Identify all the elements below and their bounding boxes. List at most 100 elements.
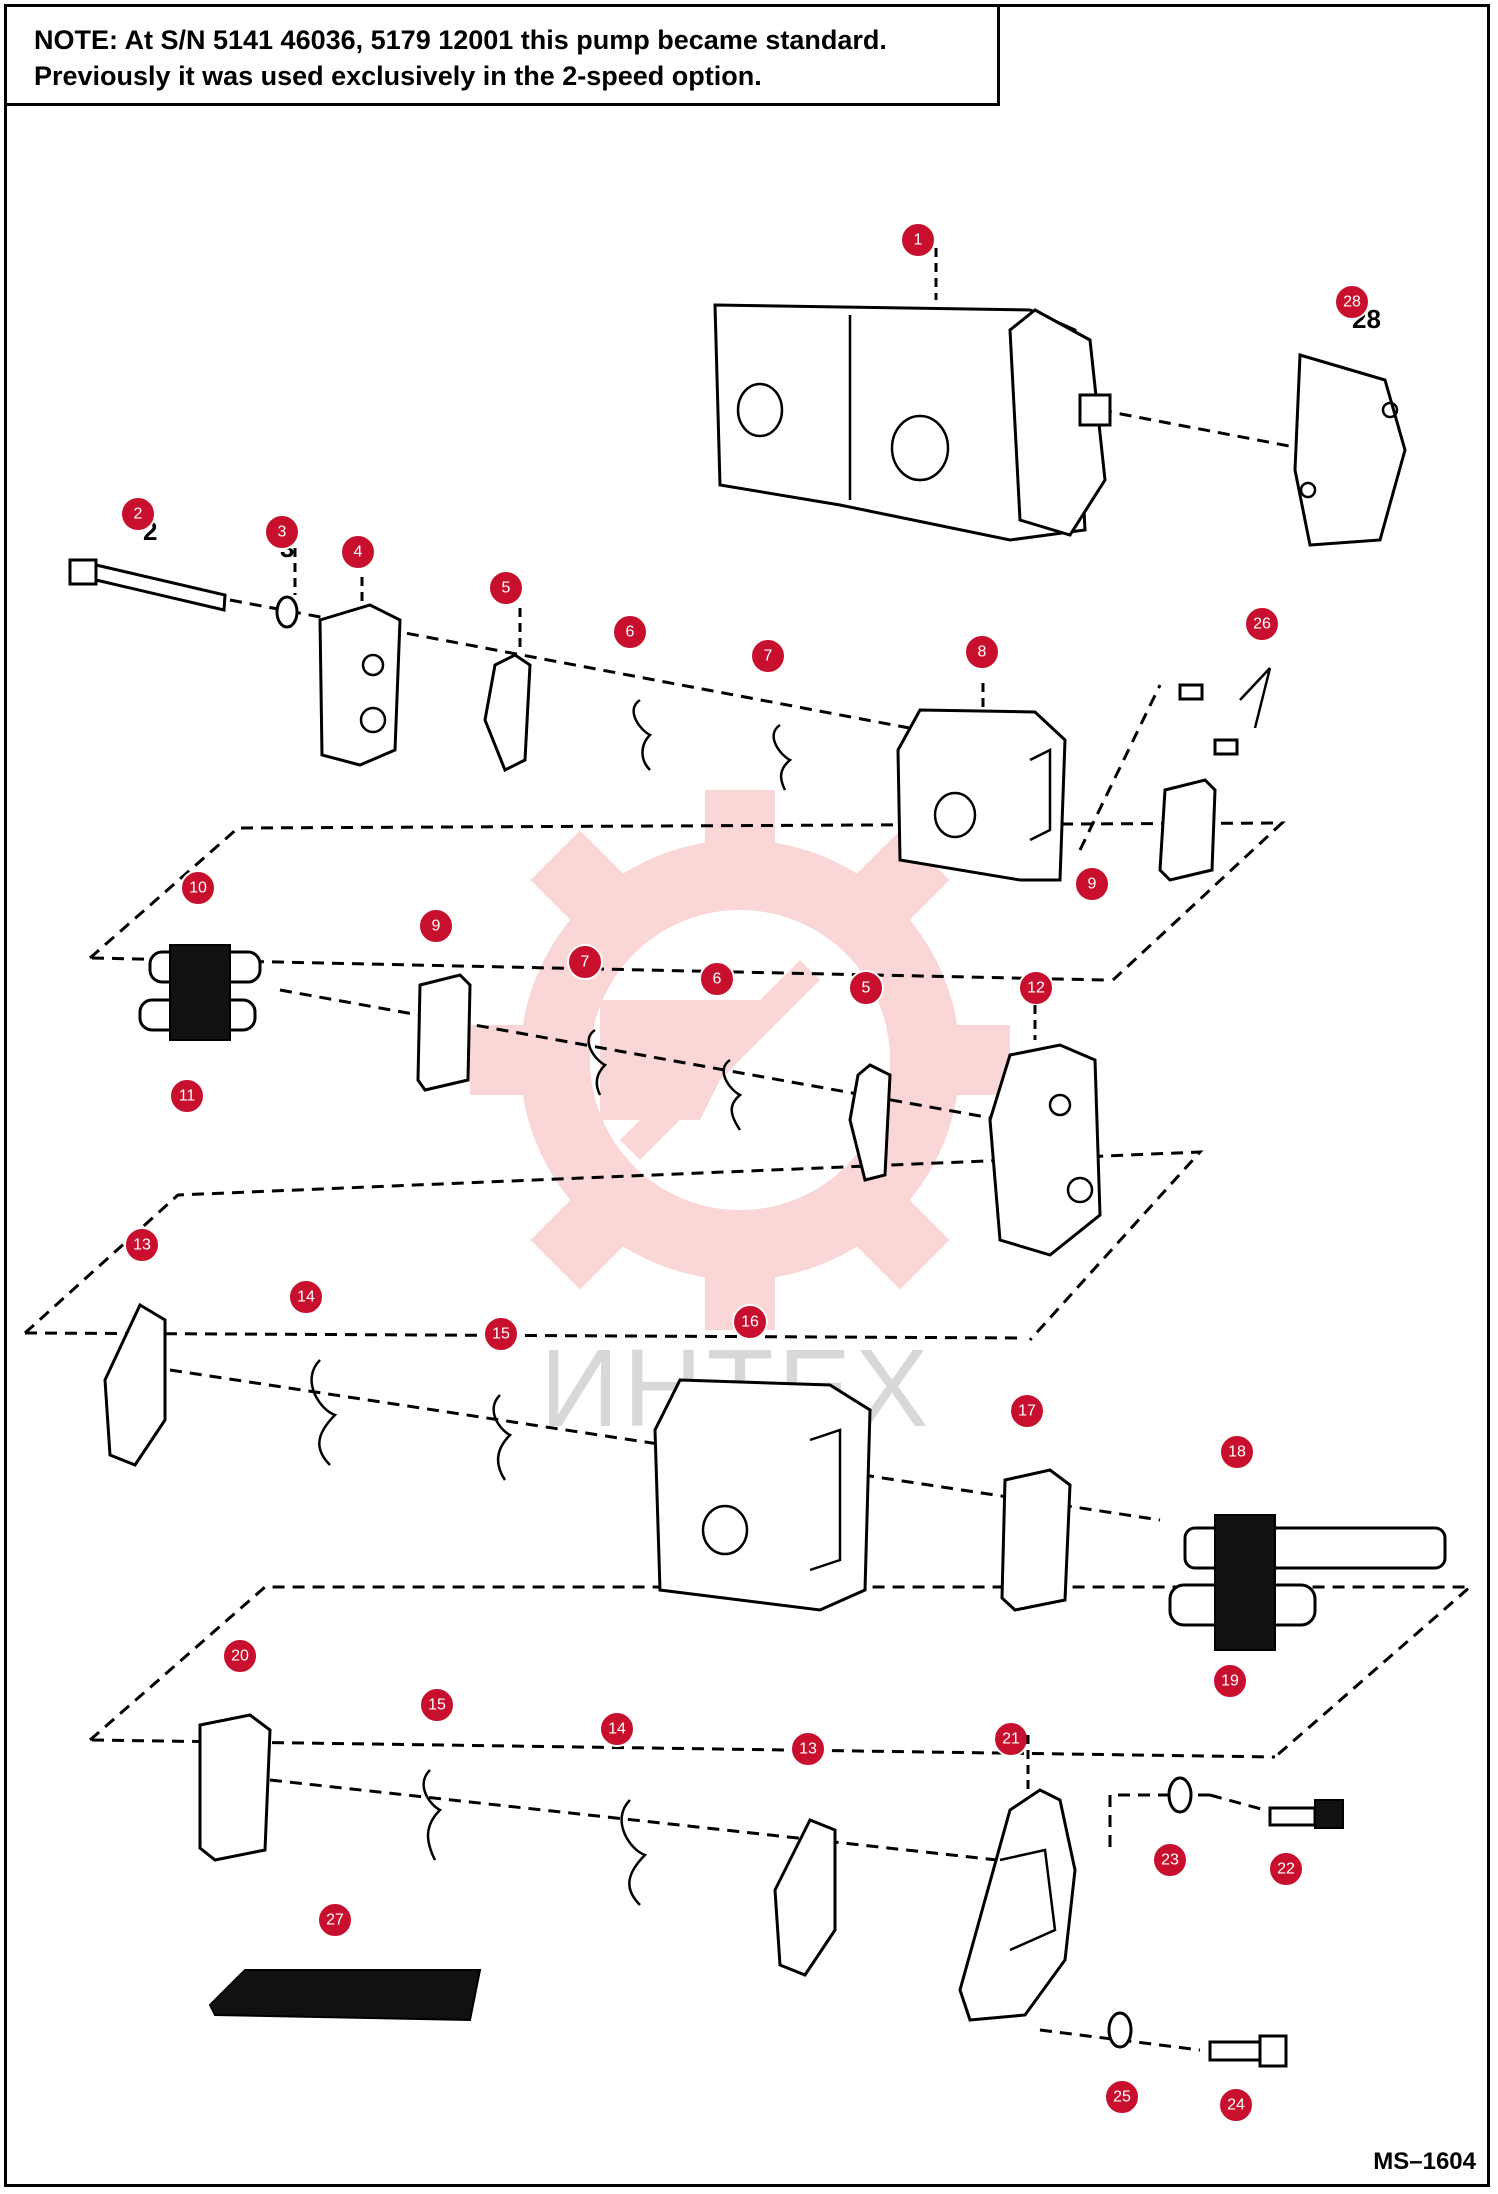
- callout-number: 10: [189, 880, 207, 897]
- callout-marker: [1212, 1663, 1248, 1699]
- callout-number: 14: [608, 1721, 626, 1738]
- bearing-block-20: [198, 1713, 272, 1862]
- callout-number: 19: [1221, 1673, 1239, 1690]
- callout-number: 13: [133, 1237, 151, 1254]
- callout-number: 7: [581, 954, 590, 971]
- gear-pair-10-11: [138, 944, 262, 1041]
- body-section-16: [653, 1378, 872, 1612]
- callout-marker: [288, 1279, 324, 1315]
- callout-number: 16: [741, 1314, 759, 1331]
- callout-number: 21: [1002, 1731, 1020, 1748]
- callout-15: 15: [419, 1687, 455, 1723]
- callout-number: 20: [231, 1648, 249, 1665]
- washer-23: [1167, 1776, 1193, 1814]
- callout-marker: [790, 1731, 826, 1767]
- callout-19: 19: [1212, 1663, 1248, 1699]
- callout-14: 14: [288, 1279, 324, 1315]
- callout-marker: [567, 944, 603, 980]
- document-id: MS–1604: [1373, 2148, 1476, 2175]
- callout-number: 13: [799, 1741, 817, 1758]
- callout-number: 17: [1018, 1403, 1036, 1420]
- callout-5: 5: [848, 970, 884, 1006]
- callout-number: 7: [764, 648, 773, 665]
- callout-6: 6: [699, 961, 735, 997]
- seal-6a: [632, 698, 653, 771]
- note-line-2: Previously it was used exclusively in th…: [34, 61, 762, 91]
- callout-2: 2: [120, 496, 156, 532]
- callout-marker: [120, 496, 156, 532]
- callout-14: 14: [599, 1711, 635, 1747]
- callout-marker: [180, 870, 216, 906]
- callout-marker: [612, 614, 648, 650]
- pump-assembly: [713, 303, 1112, 542]
- callout-marker: [222, 1638, 258, 1674]
- callout-number: 6: [713, 971, 722, 988]
- callout-number: 26: [1253, 616, 1271, 633]
- bearing-block-17: [1000, 1468, 1072, 1612]
- callout-28: 28: [1334, 284, 1370, 320]
- callout-marker: [419, 1687, 455, 1723]
- callout-23: 23: [1152, 1842, 1188, 1878]
- callout-number: 24: [1227, 2097, 1245, 2114]
- callout-21: 21: [993, 1721, 1029, 1757]
- cover-12: [988, 1043, 1102, 1257]
- callout-marker: [1009, 1393, 1045, 1429]
- callout-marker: [1218, 2087, 1254, 2123]
- seal-7a: [772, 723, 793, 791]
- callout-4: 4: [340, 534, 376, 570]
- callout-marker: [124, 1227, 160, 1263]
- callout-number: 5: [862, 980, 871, 997]
- callout-number: 2: [134, 506, 143, 523]
- callout-marker: [1219, 1434, 1255, 1470]
- callout-marker: [1104, 2079, 1140, 2115]
- callout-13: 13: [790, 1731, 826, 1767]
- washer-3: [275, 595, 299, 629]
- callout-26: 26: [1244, 606, 1280, 642]
- callout-number: 25: [1113, 2089, 1131, 2106]
- callout-6: 6: [612, 614, 648, 650]
- callout-marker: [264, 514, 300, 550]
- callout-number: 9: [1088, 876, 1097, 893]
- dowel-26a: [1178, 683, 1204, 701]
- callout-number: 14: [297, 1289, 315, 1306]
- callout-marker: [1244, 606, 1280, 642]
- gasket-28: [1293, 353, 1407, 547]
- callout-number: 1: [914, 232, 923, 249]
- callout-9: 9: [1074, 866, 1110, 902]
- callout-marker: [488, 570, 524, 606]
- callout-number: 28: [1343, 294, 1361, 311]
- callout-number: 4: [354, 544, 363, 561]
- dowel-26b: [1213, 738, 1239, 756]
- callout-10: 10: [180, 870, 216, 906]
- seal-ring-5a: [483, 653, 532, 773]
- callout-marker: [599, 1711, 635, 1747]
- callout-marker: [317, 1902, 353, 1938]
- callout-9: 9: [418, 908, 454, 944]
- callout-marker: [1152, 1842, 1188, 1878]
- callout-marker: [848, 970, 884, 1006]
- callout-number: 18: [1228, 1444, 1246, 1461]
- callout-marker: [964, 634, 1000, 670]
- callout-15: 15: [483, 1316, 519, 1352]
- seal-7b: [587, 1028, 608, 1096]
- decal-27: [208, 1969, 482, 2022]
- callout-number: 8: [978, 644, 987, 661]
- seal-ring-5b: [848, 1063, 892, 1182]
- callout-number: 23: [1161, 1852, 1179, 1869]
- callout-number: 22: [1277, 1861, 1295, 1878]
- callout-number: 11: [179, 1088, 196, 1105]
- mounting-flange-21: [958, 1788, 1077, 2022]
- callout-number: 15: [428, 1697, 446, 1714]
- callout-number: 3: [278, 524, 287, 541]
- callout-number: 9: [432, 918, 441, 935]
- note-box: NOTE: At S/N 5141 46036, 5179 12001 this…: [4, 4, 1000, 106]
- seal-14b: [620, 1799, 648, 1906]
- callout-17: 17: [1009, 1393, 1045, 1429]
- callout-24: 24: [1218, 2087, 1254, 2123]
- callout-number: 6: [626, 624, 635, 641]
- callout-25: 25: [1104, 2079, 1140, 2115]
- callout-7: 7: [750, 638, 786, 674]
